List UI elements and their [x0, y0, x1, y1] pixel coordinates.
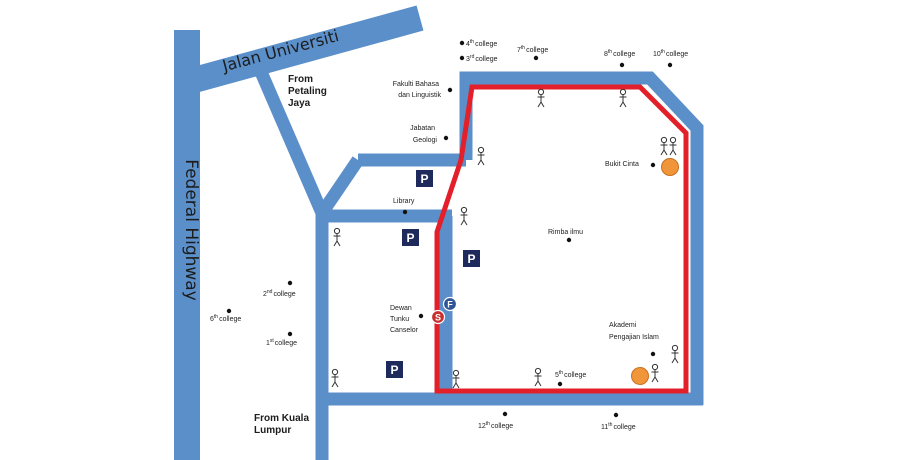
checkpoint-marker	[661, 158, 679, 176]
svg-text:F: F	[447, 300, 453, 310]
jabatan-geologi-dot	[443, 135, 449, 141]
place-dots	[226, 40, 673, 418]
fakulti-bahasa-label: Fakulti Bahasa dan Linguistik	[393, 81, 442, 99]
person-icon	[331, 368, 339, 388]
svg-text:P: P	[467, 252, 475, 266]
college-5-label: 5thcollege	[555, 370, 586, 379]
start-marker: S	[430, 309, 446, 325]
person-icon	[452, 369, 460, 389]
parking-icon: P	[463, 250, 480, 267]
roads-layer	[174, 5, 704, 460]
college-5-dot	[557, 381, 563, 387]
from-kuala-lumpur-label: From Kuala Lumpur	[254, 413, 312, 436]
jabatan-geologi-label: Jabatan Geologi	[410, 125, 437, 144]
akademi-dot	[650, 351, 656, 357]
college-10-label: 10thcollege	[653, 49, 688, 58]
person-icon	[669, 136, 677, 156]
college-6-label: 6thcollege	[210, 314, 241, 323]
rimba-ilmu-dot	[566, 237, 572, 243]
dewan-tunku-dot	[418, 313, 424, 319]
person-icon	[671, 344, 679, 364]
loop-road	[459, 71, 704, 405]
college-4-dot	[459, 40, 465, 46]
college-6-dot	[226, 308, 232, 314]
library-dot	[402, 209, 408, 215]
college-11-dot	[613, 412, 619, 418]
person-icon	[333, 227, 341, 247]
parking-signs: P P P P	[386, 170, 480, 378]
person-icon	[534, 367, 542, 387]
from-petaling-jaya-label: From Petaling Jaya	[288, 74, 330, 109]
svg-text:P: P	[390, 363, 398, 377]
upper-diagonal-road	[316, 156, 364, 217]
college-3-label: 3rdcollege	[466, 54, 498, 63]
finish-marker: F	[442, 296, 458, 312]
parking-icon: P	[416, 170, 433, 187]
rimba-ilmu-label: Rimba ilmu	[548, 229, 583, 236]
fakulti-bahasa-dot	[447, 87, 453, 93]
federal-highway-label: Federal Highway	[181, 159, 201, 301]
library-label: Library	[393, 198, 415, 205]
college-1-dot	[287, 331, 293, 337]
svg-text:S: S	[435, 313, 441, 323]
college-12-dot	[502, 411, 508, 417]
petaling-jaya-road	[252, 62, 328, 216]
college-8-dot	[619, 62, 625, 68]
person-icon	[537, 88, 545, 108]
person-icon	[651, 363, 659, 383]
college-7-label: 7thcollege	[517, 45, 548, 54]
college-labels: 4thcollege 3rdcollege 7thcollege 8thcoll…	[210, 39, 688, 431]
parking-icon: P	[402, 229, 419, 246]
college-7-dot	[533, 55, 539, 61]
college-12-label: 12thcollege	[478, 421, 513, 430]
jalan-universiti-road	[183, 5, 424, 95]
person-icon	[477, 146, 485, 166]
person-icons	[331, 88, 679, 389]
bukit-cinta-label: Bukit Cinta	[605, 161, 639, 168]
walking-route	[434, 84, 689, 394]
svg-text:P: P	[406, 231, 414, 245]
college-2-dot	[287, 280, 293, 286]
college-8-label: 8thcollege	[604, 49, 635, 58]
checkpoint-marker	[631, 367, 649, 385]
svg-text:P: P	[420, 172, 428, 186]
akademi-label: Akademi Pengajian Islam	[609, 322, 659, 341]
person-icon	[619, 88, 627, 108]
college-11-label: 11thcollege	[601, 422, 636, 431]
college-1-label: 1stcollege	[266, 338, 297, 347]
dewan-tunku-label: Dewan Tunku Canselor	[390, 305, 419, 334]
parking-icon: P	[386, 361, 403, 378]
college-10-dot	[667, 62, 673, 68]
person-icon	[460, 206, 468, 226]
person-icon	[660, 136, 668, 156]
college-3-dot	[459, 55, 465, 61]
college-2-label: 2ndcollege	[263, 289, 296, 298]
college-4-label: 4thcollege	[466, 39, 497, 48]
bukit-cinta-dot	[650, 162, 656, 168]
